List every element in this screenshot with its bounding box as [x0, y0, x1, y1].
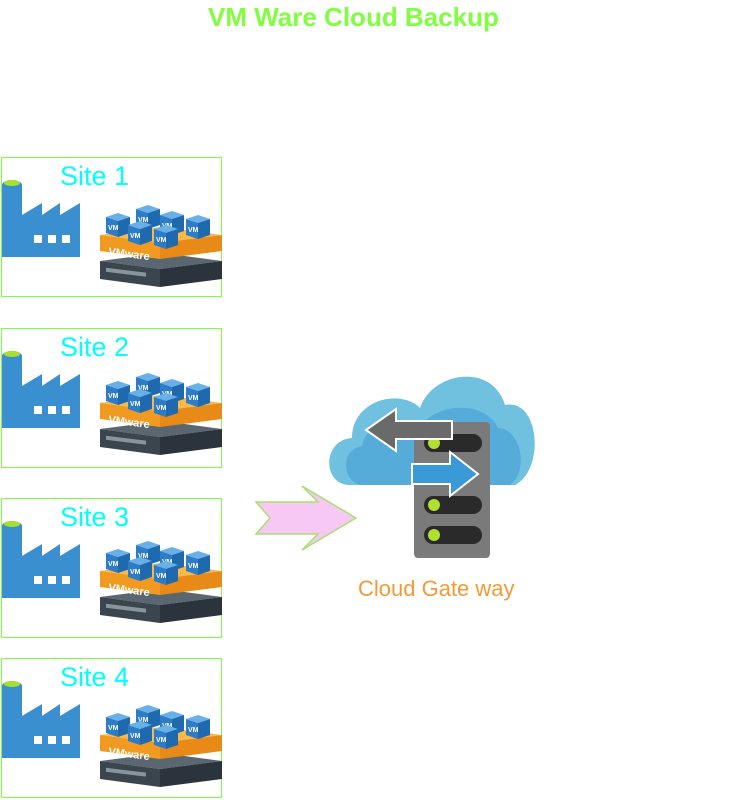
site-1-icons [2, 180, 222, 287]
factory-icon [2, 351, 80, 428]
factory-icon [2, 681, 80, 758]
gateway-label: Cloud Gate way [358, 576, 515, 601]
site-box-3: Site 3 [1, 498, 222, 638]
site-label: Site 3 [60, 502, 130, 532]
vmware-host-icon [100, 205, 222, 287]
site-box-2: Site 2 [1, 328, 222, 468]
site-4-icons [2, 681, 222, 787]
vmware-host-icon [100, 705, 222, 787]
site-box-1: Site 1 [1, 157, 222, 297]
gateway-cloud-icon [329, 376, 535, 558]
site-box-4: Site 4 [1, 658, 222, 798]
diagram-title: VM Ware Cloud Backup [208, 2, 499, 32]
factory-icon [2, 180, 80, 257]
site-2-icons [2, 351, 222, 455]
site-label: Site 1 [60, 161, 130, 191]
site-label: Site 2 [60, 332, 130, 362]
factory-icon [2, 521, 80, 598]
vmware-host-icon [100, 541, 222, 623]
vmware-host-icon [100, 373, 222, 455]
site-3-icons [2, 521, 222, 623]
flow-arrow-icon [254, 485, 358, 551]
site-label: Site 4 [60, 662, 130, 692]
